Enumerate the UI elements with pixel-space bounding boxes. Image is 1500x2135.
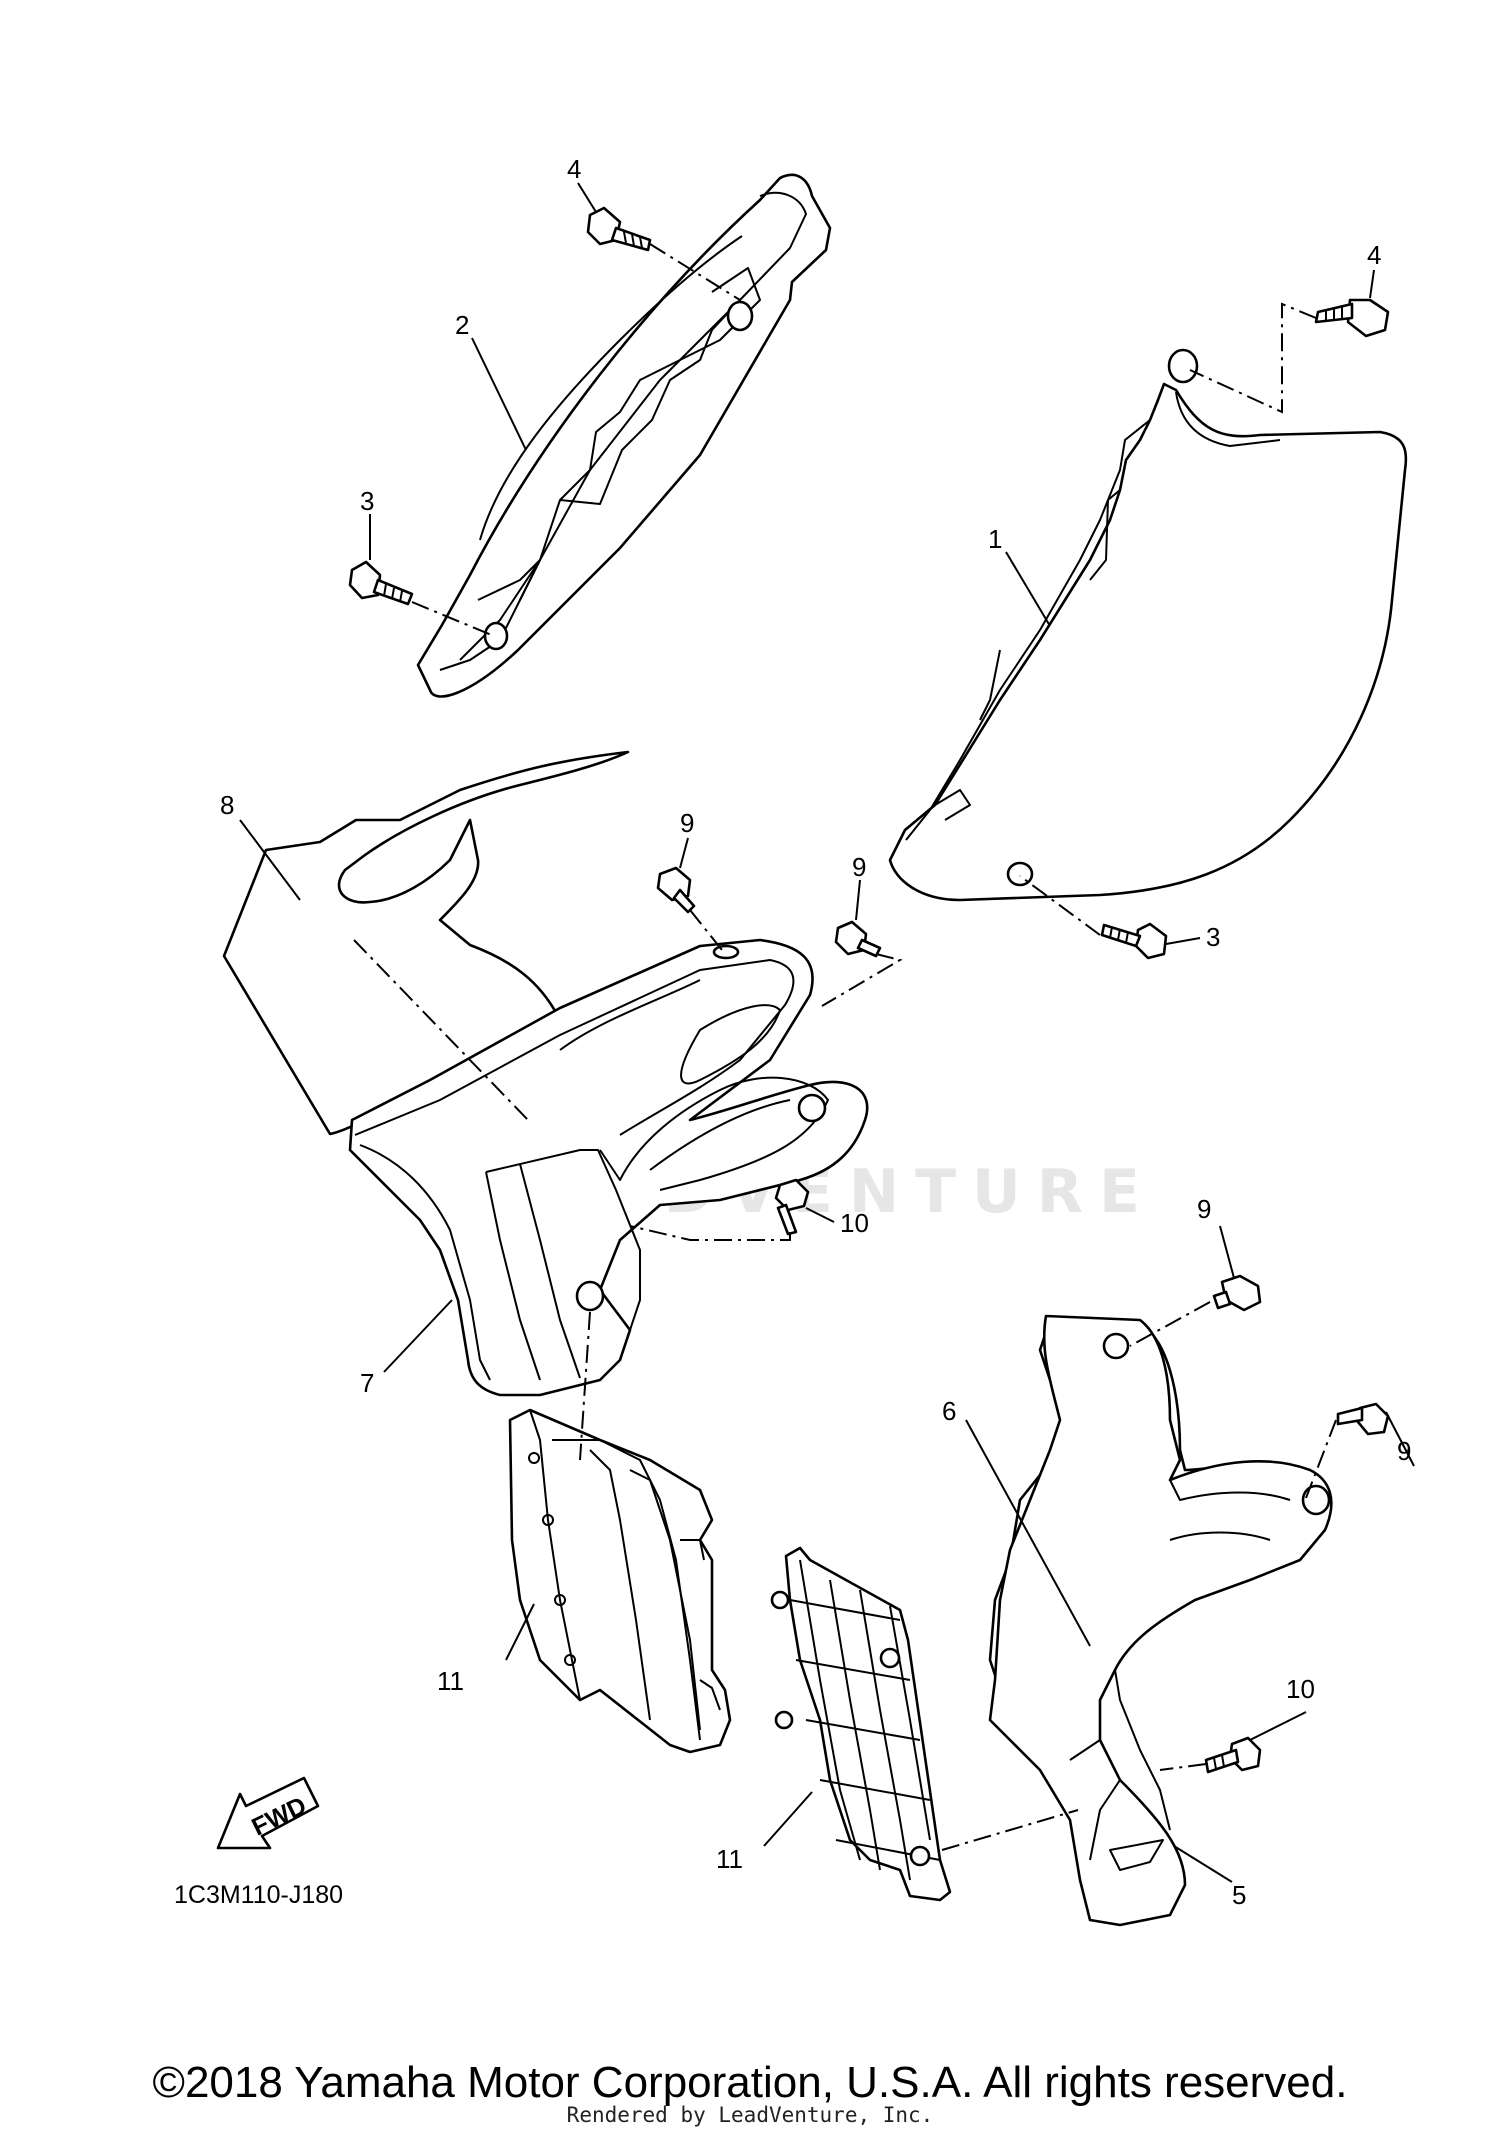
part-1-side-cover-right[interactable]	[888, 348, 1408, 902]
callout-9-b: 9	[852, 852, 866, 882]
bolt-9-d[interactable]	[1336, 1402, 1390, 1436]
callout-7: 7	[360, 1368, 374, 1398]
part-5-radiator-shroud-right[interactable]	[988, 1314, 1333, 1927]
fwd-arrow-icon: FWD	[216, 1776, 320, 1850]
part-2-side-cover-left[interactable]	[416, 173, 832, 698]
leader-lines	[239, 182, 1415, 1883]
bolt-4-right[interactable]	[1314, 298, 1390, 338]
callout-3-left: 3	[360, 486, 374, 516]
assembly-lines	[353, 243, 1337, 1851]
callout-10-a: 10	[840, 1208, 869, 1238]
callout-3-right: 3	[1206, 922, 1220, 952]
callout-10-b: 10	[1286, 1674, 1315, 1704]
callout-9-a: 9	[680, 808, 694, 838]
callout-labels: 4 2 3 4 1 8 9 9 3 10 7 9 6 9 11 10 11 5	[220, 154, 1411, 1910]
callout-11-right: 11	[716, 1844, 743, 1874]
bolt-3-right[interactable]	[1100, 922, 1168, 960]
callout-2: 2	[455, 310, 469, 340]
callout-6: 6	[942, 1396, 956, 1426]
bolt-9-a[interactable]	[656, 866, 696, 914]
bolt-10-b[interactable]	[1204, 1736, 1262, 1774]
callout-4-right: 4	[1367, 240, 1381, 270]
callout-9-c: 9	[1197, 1194, 1211, 1224]
bolt-3-left[interactable]	[348, 560, 414, 606]
bolt-10-a[interactable]	[774, 1178, 810, 1236]
callout-1: 1	[988, 524, 1002, 554]
bolt-9-c[interactable]	[1212, 1274, 1262, 1312]
part-11-radiator-guard-right[interactable]	[770, 1546, 952, 1902]
part-11-radiator-guard-left[interactable]	[508, 1408, 732, 1754]
part-7-radiator-shroud-left[interactable]	[348, 938, 869, 1397]
copyright-notice: ©2018 Yamaha Motor Corporation, U.S.A. A…	[152, 2058, 1348, 2107]
callout-8: 8	[220, 790, 234, 820]
diagram-reference-code: 1C3M110-J180	[174, 1881, 343, 1909]
bolt-9-b[interactable]	[834, 920, 882, 958]
callout-11-left: 11	[437, 1666, 464, 1696]
rendered-by-notice: Rendered by LeadVenture, Inc.	[566, 2103, 934, 2127]
callout-9-d: 9	[1397, 1436, 1411, 1466]
bolt-4-top[interactable]	[586, 206, 652, 252]
callout-4-top: 4	[567, 154, 581, 184]
callout-5: 5	[1232, 1880, 1246, 1910]
